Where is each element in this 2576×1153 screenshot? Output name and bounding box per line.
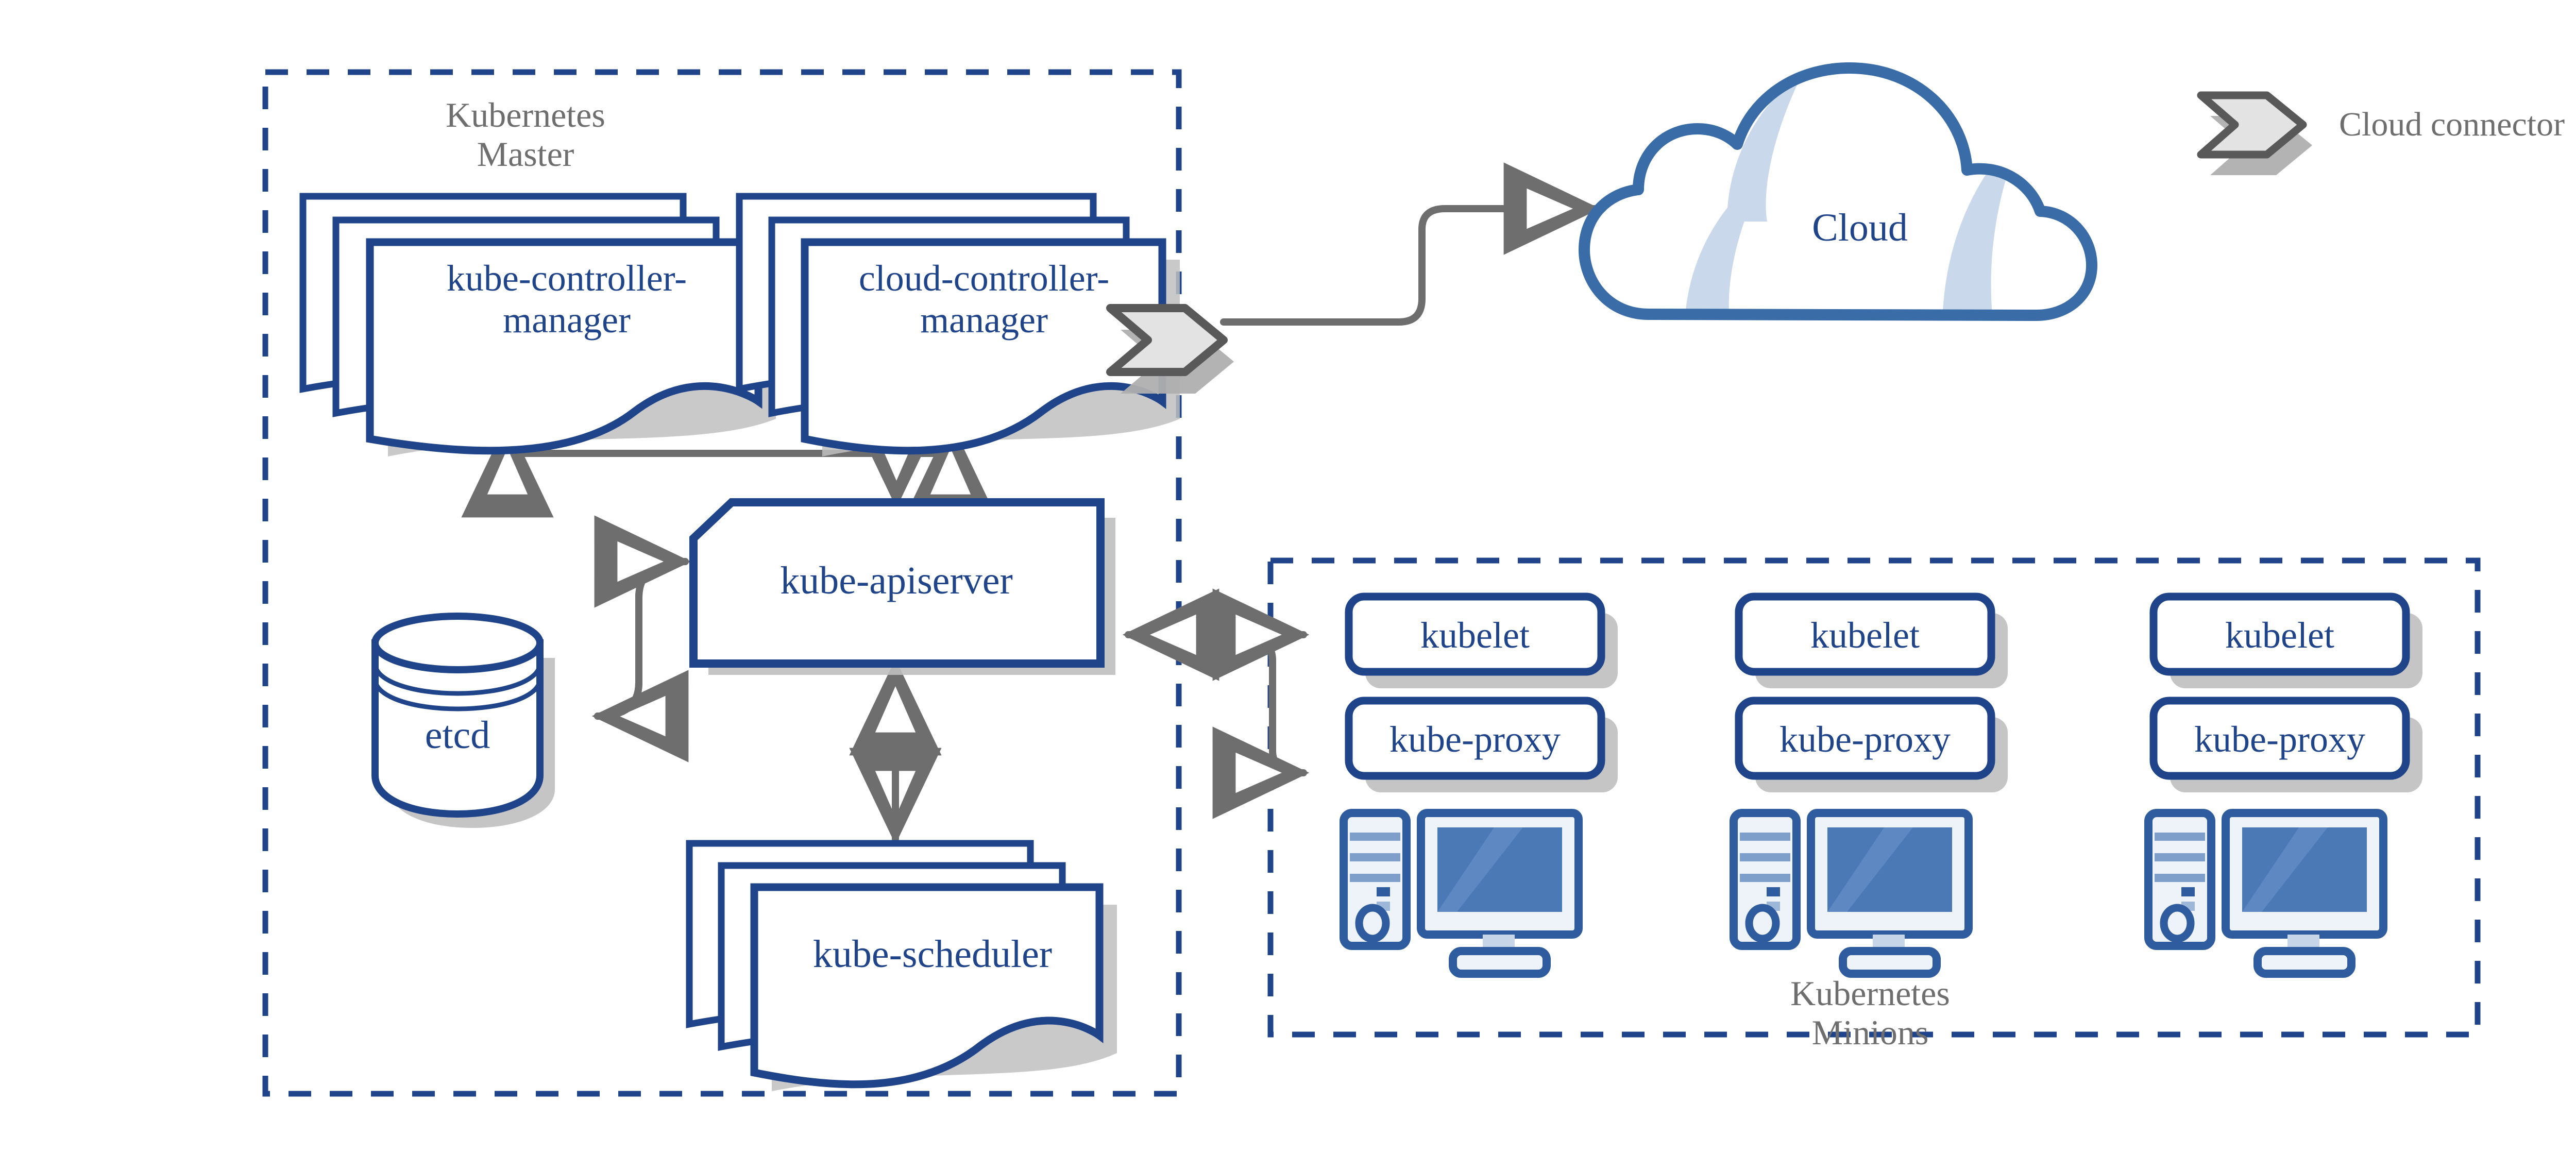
kube-controller-manager-shape <box>299 193 776 456</box>
legend-chevron-connector-icon <box>2197 91 2312 175</box>
kube-apiserver-shape <box>689 498 1115 675</box>
minion-node-2 <box>1730 592 2008 978</box>
kubelet-box-3[interactable] <box>2149 592 2422 688</box>
kubelet-box-1[interactable] <box>1345 592 1618 688</box>
minion-node-1 <box>1340 592 1618 978</box>
kube-scheduler-shape <box>686 840 1117 1091</box>
edge-apiserver-kubeproxy <box>1212 631 1310 819</box>
master-group-box <box>262 69 1182 1097</box>
kube-proxy-box-2[interactable] <box>1735 697 2008 792</box>
computer-icon-3 <box>2144 809 2387 978</box>
minion-node-3 <box>2144 592 2422 978</box>
computer-icon-2 <box>1730 809 1973 978</box>
kube-proxy-box-3[interactable] <box>2149 697 2422 792</box>
kubelet-box-2[interactable] <box>1735 592 2008 688</box>
computer-icon-1 <box>1340 809 1583 978</box>
edge-etcd-apiserver-up <box>594 515 691 720</box>
cloud-shape <box>1579 62 2097 321</box>
kube-proxy-box-1[interactable] <box>1345 697 1618 792</box>
minions-group-box <box>1267 557 2481 1038</box>
cloud-controller-manager-shape <box>736 193 1180 456</box>
edge-ccm-cloud <box>1220 162 1601 326</box>
cloud-connector-chevron-icon <box>1106 304 1234 394</box>
etcd-shape <box>371 613 555 828</box>
